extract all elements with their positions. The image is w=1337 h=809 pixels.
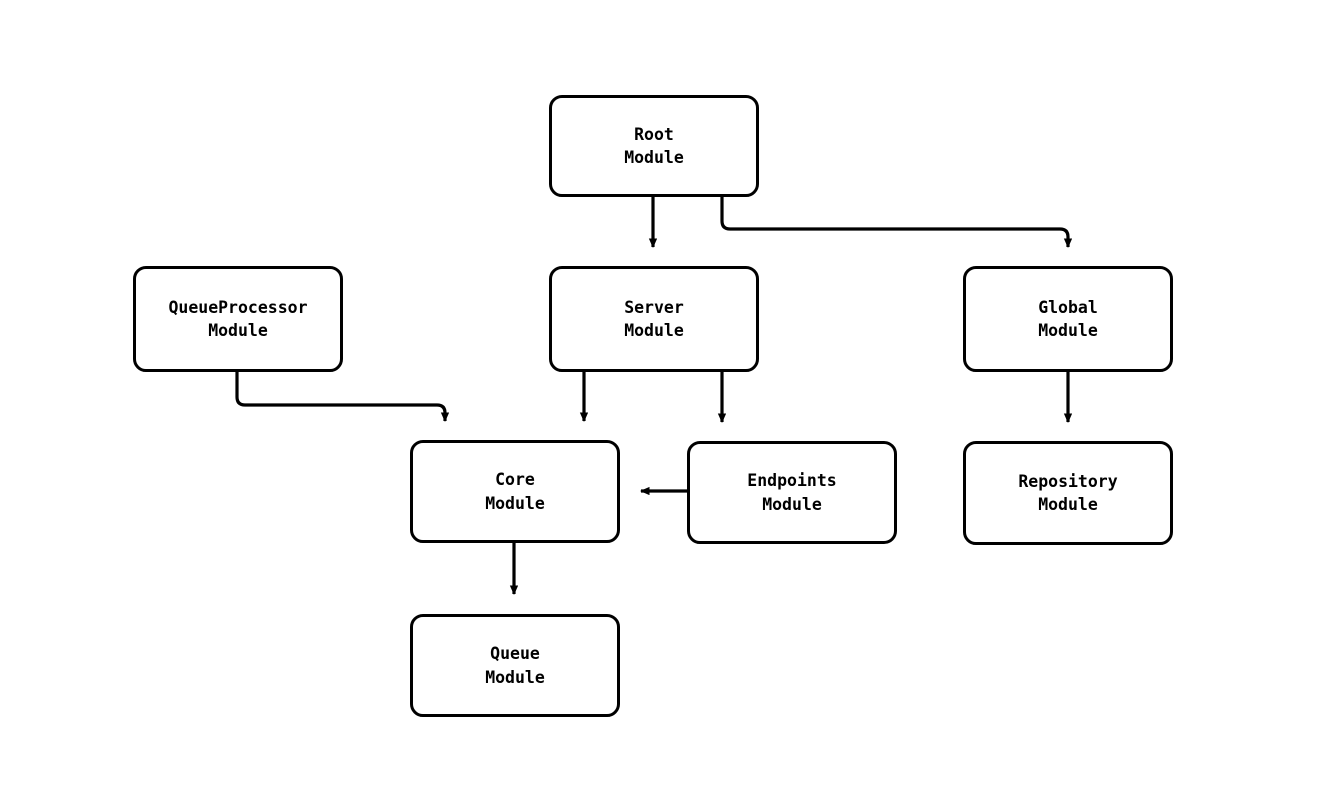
node-server[interactable]: Server Module (549, 266, 759, 372)
node-endpoints[interactable]: Endpoints Module (687, 441, 897, 544)
node-queueprocessor[interactable]: QueueProcessor Module (133, 266, 343, 372)
node-root-label: Root Module (624, 124, 684, 167)
edge-queueprocessor-to-core (235, 372, 450, 422)
node-root[interactable]: Root Module (549, 95, 759, 197)
node-endpoints-label: Endpoints Module (747, 471, 837, 514)
node-repository-label: Repository Module (1018, 471, 1118, 514)
edge-root-to-global (720, 197, 1073, 248)
node-queueprocessor-label: QueueProcessor Module (168, 297, 308, 340)
node-global[interactable]: Global Module (963, 266, 1173, 372)
node-queue[interactable]: Queue Module (410, 614, 620, 717)
node-queue-label: Queue Module (485, 644, 545, 687)
node-core-label: Core Module (485, 470, 545, 513)
node-core[interactable]: Core Module (410, 440, 620, 543)
node-global-label: Global Module (1038, 297, 1098, 340)
node-repository[interactable]: Repository Module (963, 441, 1173, 545)
node-server-label: Server Module (624, 297, 684, 340)
